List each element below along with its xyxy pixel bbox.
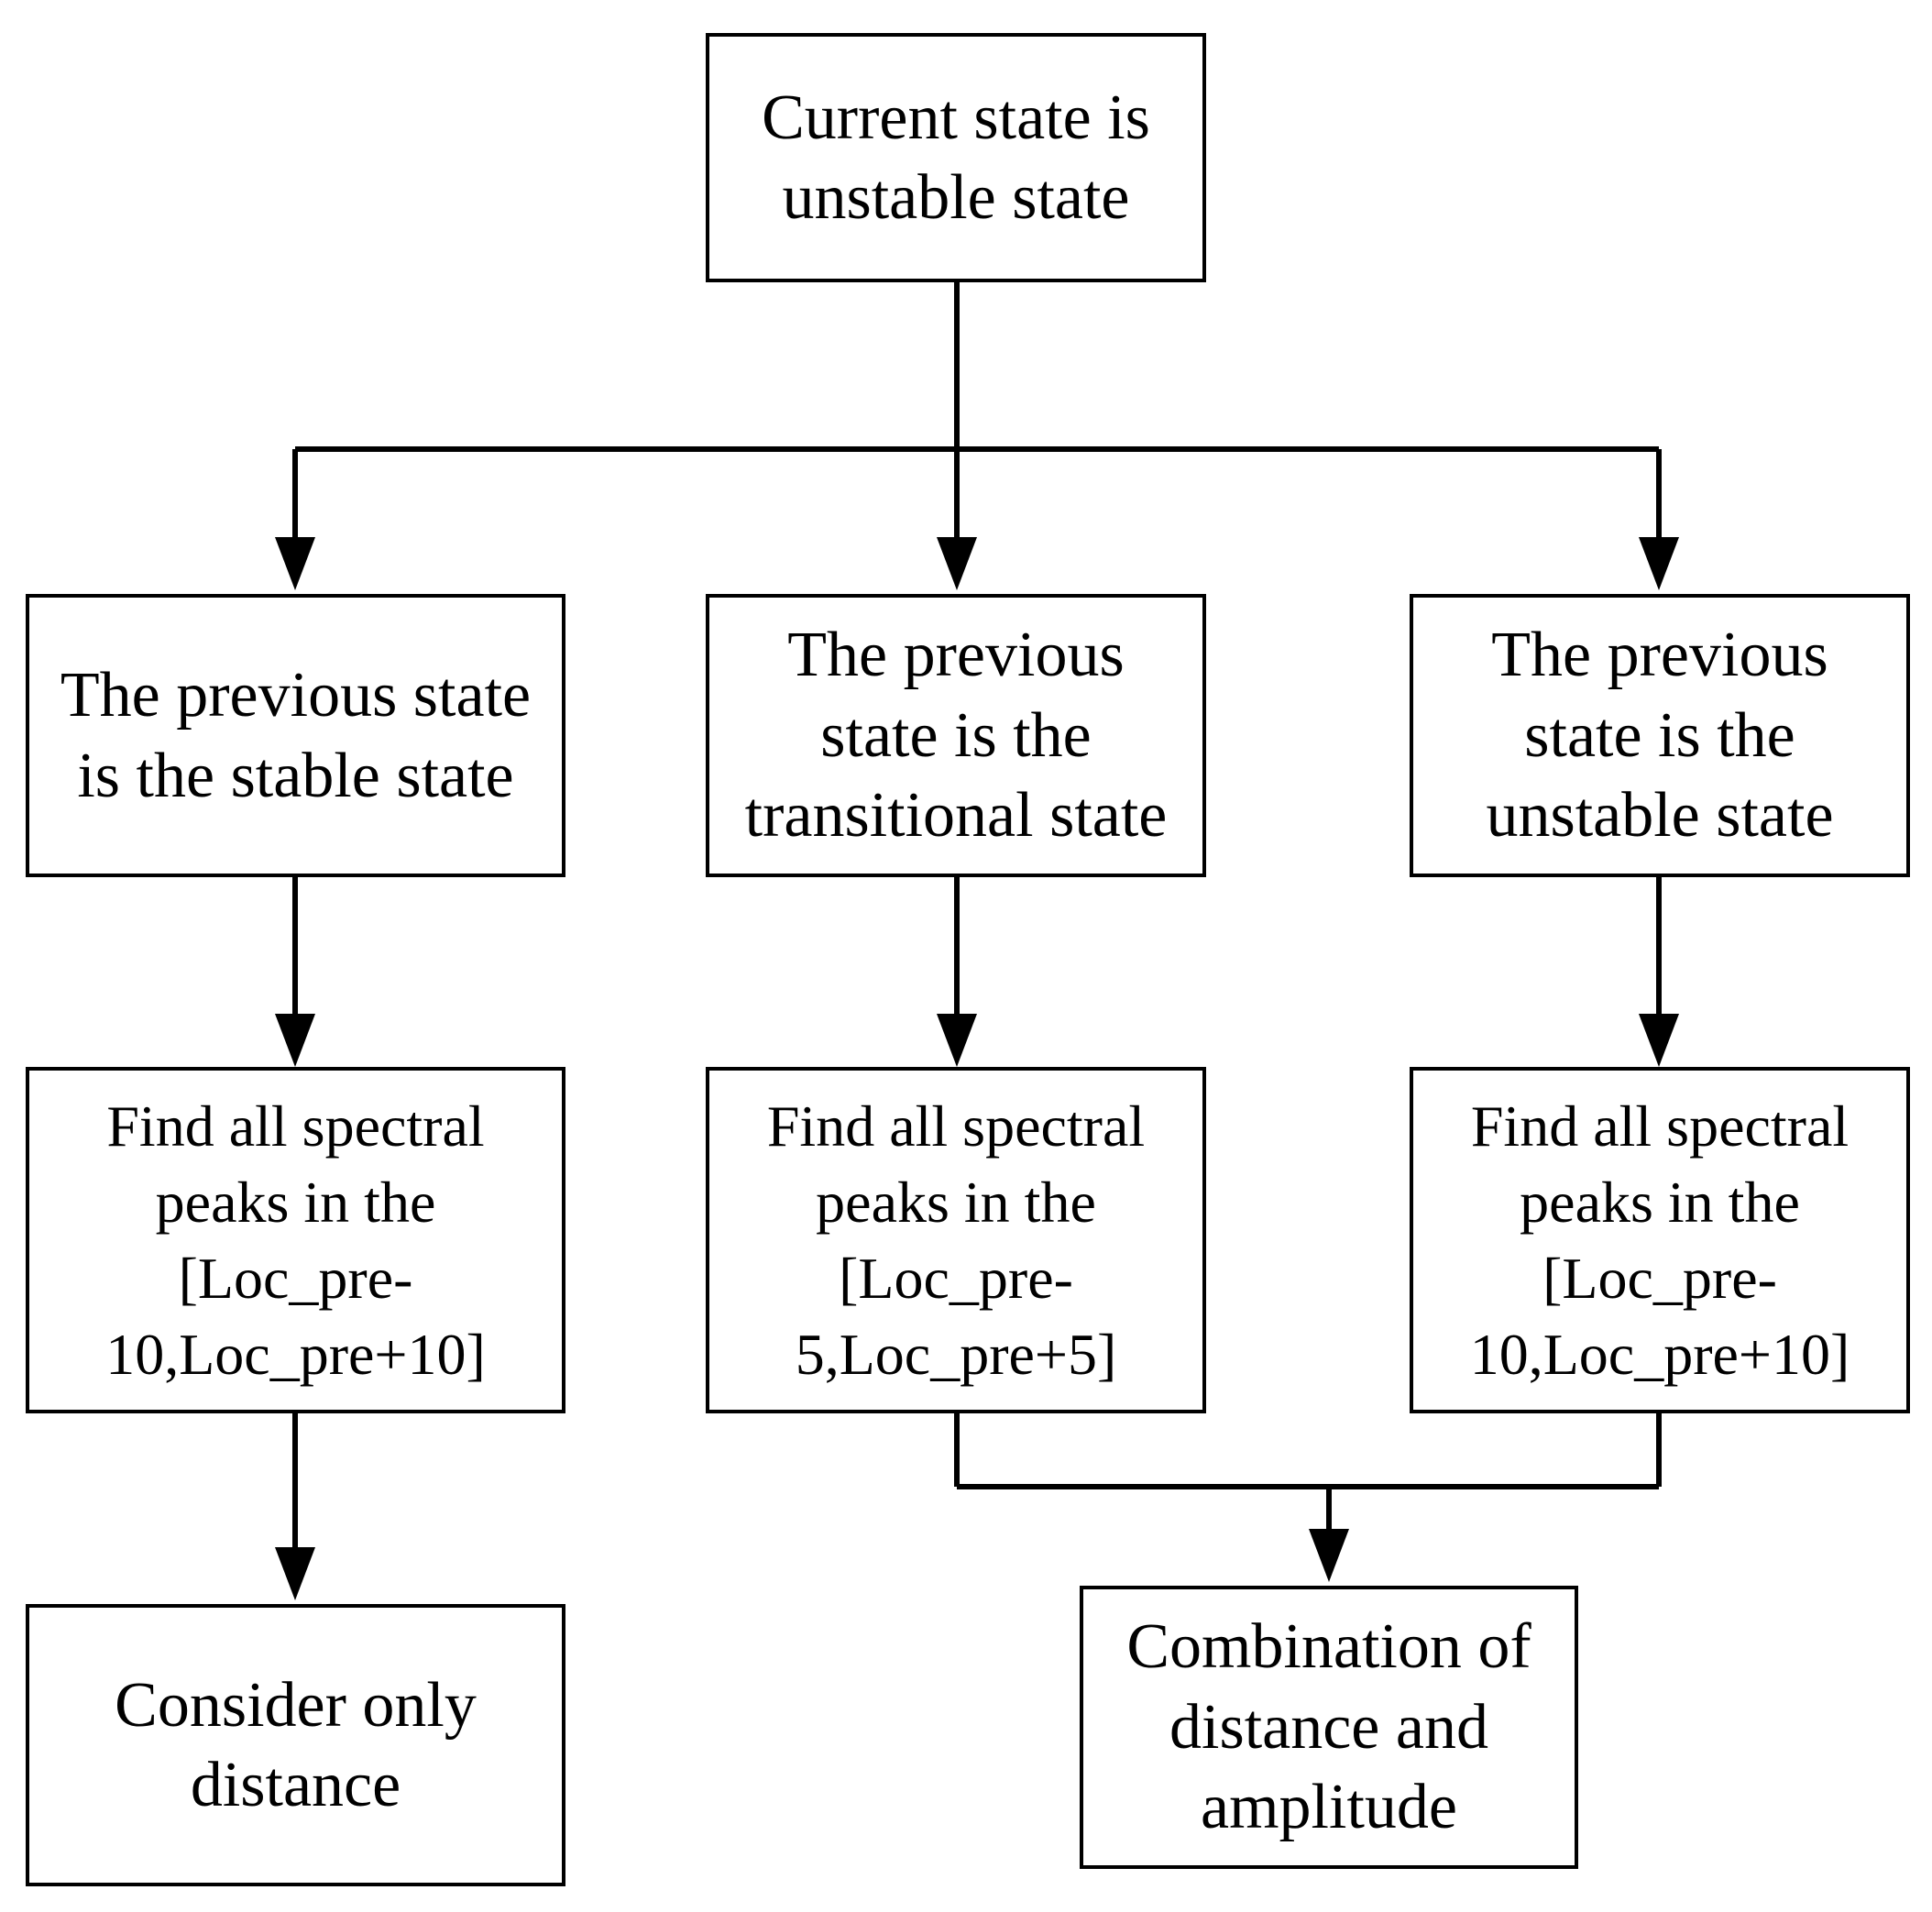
node-consider-only-distance-label: Consider only distance <box>115 1669 477 1821</box>
node-find-peaks-left-label: Find all spectral peaks in the [Loc_pre-… <box>105 1093 486 1388</box>
arrowhead-find-middle <box>937 1014 977 1067</box>
node-current-state-unstable-label: Current state is unstable state <box>762 82 1150 234</box>
arrowhead-prev-transitional <box>937 537 977 590</box>
arrowhead-prev-stable <box>275 537 315 590</box>
node-find-peaks-middle-label: Find all spectral peaks in the [Loc_pre-… <box>766 1093 1146 1388</box>
arrowhead-find-left <box>275 1014 315 1067</box>
node-previous-stable-state-label: The previous state is the stable state <box>60 660 532 811</box>
node-previous-unstable-state: The previous state is the unstable state <box>1410 594 1910 877</box>
node-previous-transitional-state: The previous state is the transitional s… <box>706 594 1206 877</box>
arrowhead-distance-only <box>275 1547 315 1600</box>
node-find-peaks-middle: Find all spectral peaks in the [Loc_pre-… <box>706 1067 1206 1413</box>
node-previous-unstable-state-label: The previous state is the unstable state <box>1486 620 1834 852</box>
node-consider-only-distance: Consider only distance <box>26 1604 565 1886</box>
node-find-peaks-right-label: Find all spectral peaks in the [Loc_pre-… <box>1469 1093 1850 1388</box>
arrowhead-find-right <box>1639 1014 1679 1067</box>
arrowhead-prev-unstable <box>1639 537 1679 590</box>
node-combination-distance-amplitude: Combination of distance and amplitude <box>1080 1586 1578 1869</box>
node-find-peaks-left: Find all spectral peaks in the [Loc_pre-… <box>26 1067 565 1413</box>
node-previous-transitional-state-label: The previous state is the transitional s… <box>744 620 1168 852</box>
node-find-peaks-right: Find all spectral peaks in the [Loc_pre-… <box>1410 1067 1910 1413</box>
node-previous-stable-state: The previous state is the stable state <box>26 594 565 877</box>
node-combination-distance-amplitude-label: Combination of distance and amplitude <box>1126 1611 1531 1843</box>
arrowhead-combination <box>1309 1529 1349 1582</box>
node-current-state-unstable: Current state is unstable state <box>706 33 1206 282</box>
